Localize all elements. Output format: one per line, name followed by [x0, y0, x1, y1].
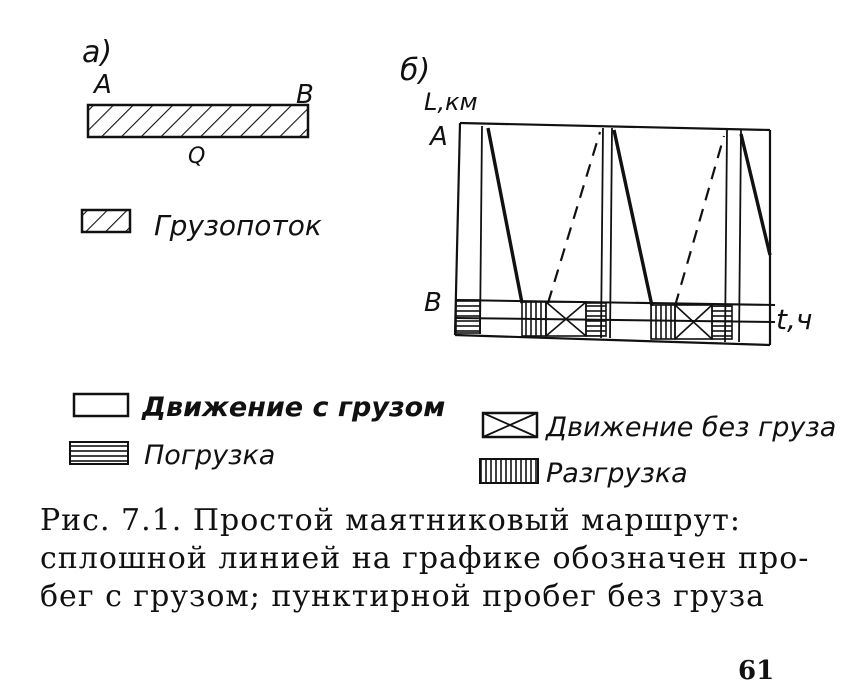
empty-trip-line	[673, 135, 726, 307]
axis-line-b-top	[454, 299, 776, 306]
legend-unloading-swatch	[479, 458, 539, 484]
legend-empty-text: Движение без груза	[546, 412, 837, 443]
legend-flow-text: Грузопоток	[154, 209, 322, 242]
loaded-trip-line	[739, 133, 772, 256]
freight-flow-legend-swatch	[80, 208, 132, 234]
empty-block	[545, 301, 587, 337]
unloading-block	[521, 301, 547, 337]
legend-unloading-text: Разгрузка	[546, 458, 688, 489]
route-diagram	[453, 121, 776, 347]
time-axis-label: t,ч	[776, 303, 813, 336]
point-b-label: B	[296, 80, 314, 110]
legend-loading-text: Погрузка	[144, 440, 276, 471]
bottom-frame	[454, 333, 771, 347]
time-grid-line	[738, 129, 742, 343]
freight-flow-bar	[86, 103, 310, 139]
caption-line-1: Рис. 7.1. Простой маятниковый маршрут:	[40, 503, 741, 538]
loaded-trip-line	[612, 129, 654, 307]
loading-block	[455, 299, 481, 334]
legend-empty-swatch	[481, 411, 539, 439]
loaded-trip-line	[486, 127, 524, 304]
legend-loaded-text: Движение с грузом	[142, 392, 446, 423]
panel-a-label: а)	[82, 35, 113, 70]
flow-q-label: Q	[188, 144, 206, 169]
panel-b-label: б)	[400, 53, 431, 88]
empty-trip-line	[546, 131, 602, 304]
page-number: 61	[738, 656, 775, 686]
unloading-block	[650, 304, 676, 340]
loading-block	[585, 302, 607, 337]
diagram-point-b: B	[424, 288, 442, 318]
point-a-label: A	[94, 70, 112, 100]
top-line-a	[459, 121, 771, 132]
caption-line-3: бег с грузом; пунктирной пробег без груз…	[40, 579, 766, 614]
empty-block	[674, 304, 713, 340]
loading-block	[711, 305, 733, 340]
distance-axis-label: L,км	[424, 88, 478, 116]
diagram-point-a: A	[430, 122, 448, 152]
legend-loading-swatch	[69, 441, 129, 465]
time-grid-line	[609, 127, 613, 339]
caption-line-2: сплошной линией на графике обозначен про…	[40, 541, 810, 576]
legend-loaded-swatch	[72, 392, 130, 418]
